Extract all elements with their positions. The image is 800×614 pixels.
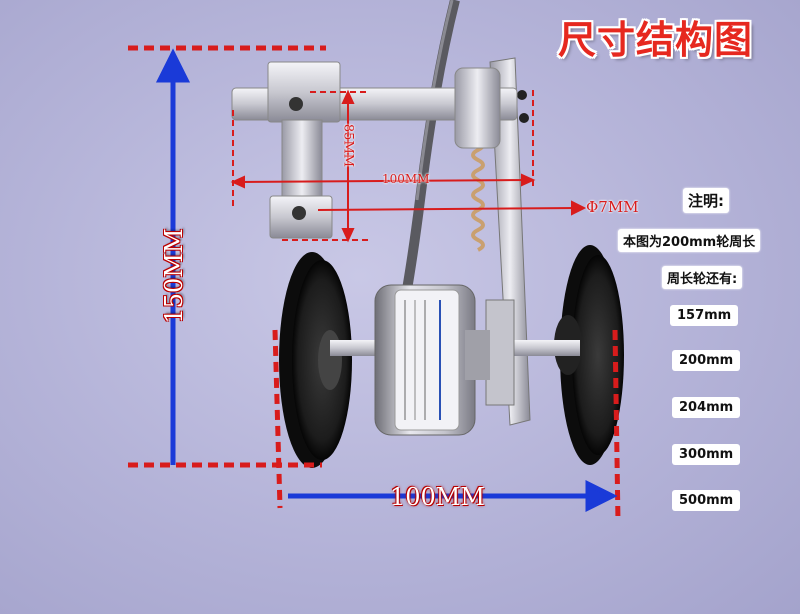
- dimension-lines-red: [128, 45, 621, 523]
- shaft-diameter-label: Φ7MM: [586, 198, 639, 216]
- size-item: 200mm: [672, 350, 741, 371]
- bracket-length-label: 100MM: [382, 172, 430, 186]
- bracket-height-arrow: [341, 89, 355, 243]
- right-wheel: [554, 245, 624, 465]
- bracket-length-arrow: [230, 173, 536, 189]
- notes-line-available: 周长轮还有:: [662, 266, 743, 289]
- wheel-spacing-label: 100MM: [390, 483, 485, 511]
- height-dimension-label: 150MM: [160, 228, 188, 324]
- size-item: 157mm: [670, 305, 739, 326]
- rotary-encoder: [374, 284, 515, 436]
- mounting-bracket: [267, 61, 341, 239]
- dimension-lines-red-thin: [232, 90, 534, 241]
- left-wheel: [279, 252, 352, 468]
- width-arrow-blue: [288, 479, 618, 513]
- bracket-height-label: 85MM: [340, 123, 356, 168]
- height-arrow-blue: [155, 48, 191, 465]
- size-item: 204mm: [672, 397, 741, 418]
- notes-header: 注明:: [683, 188, 729, 213]
- shaft-diameter-arrow: [317, 200, 587, 216]
- size-item: 300mm: [672, 444, 741, 465]
- spring: [471, 138, 485, 252]
- page-title: 尺寸结构图: [558, 18, 754, 62]
- notes-line-circumference: 本图为200mm轮周长: [618, 229, 761, 252]
- size-item: 500mm: [672, 490, 741, 511]
